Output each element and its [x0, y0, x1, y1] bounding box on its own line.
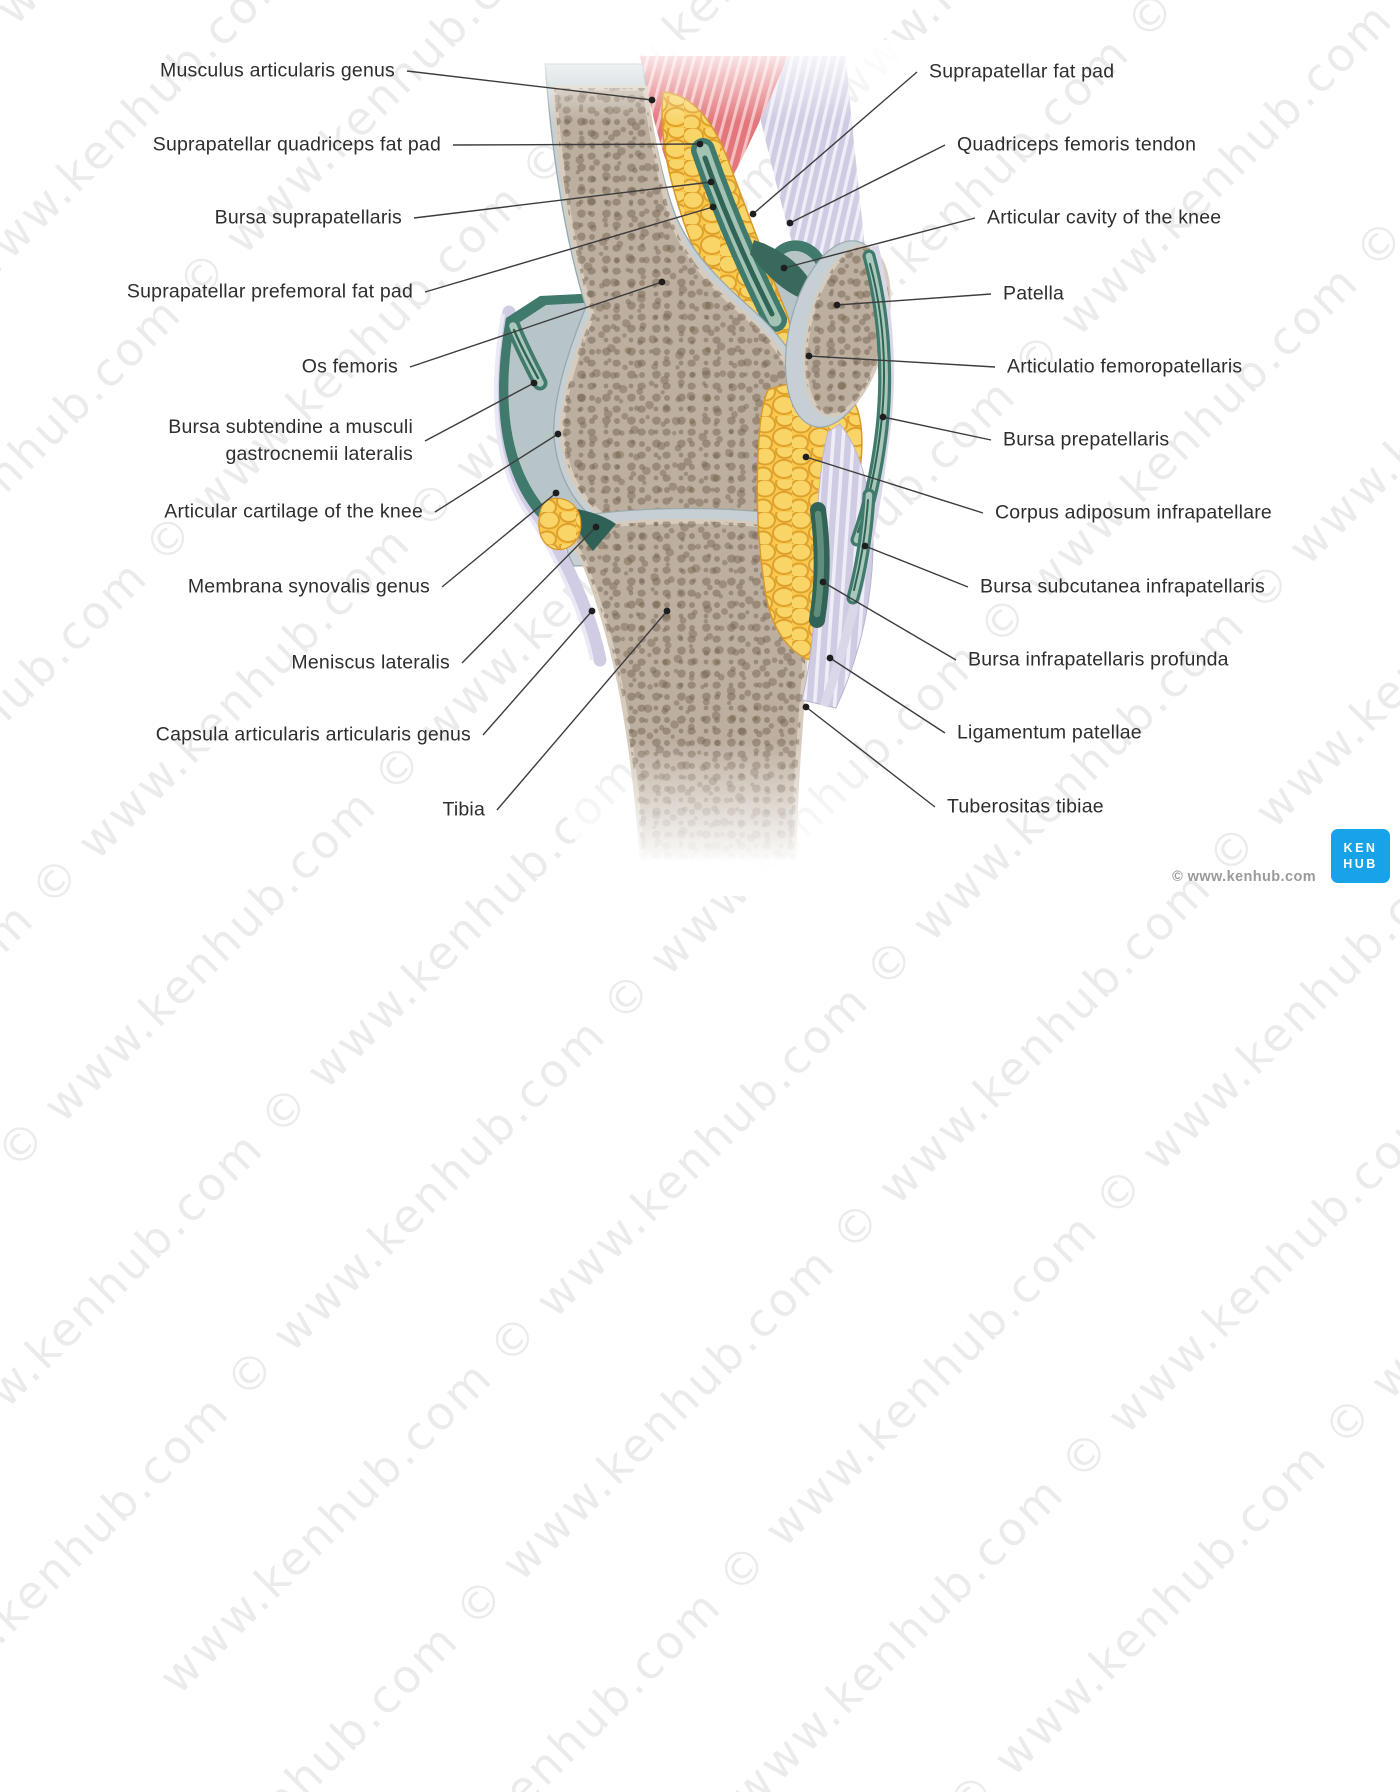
- leader-dot: [819, 578, 827, 586]
- leader-dot: [861, 542, 869, 550]
- label-bursa-subtendine-gastrocnemii: Bursa subtendine a musculi gastrocnemii …: [168, 416, 413, 465]
- leader-dot: [552, 489, 560, 497]
- leader-line: [752, 71, 918, 215]
- leader-dot: [780, 264, 788, 272]
- leader-lines: [406, 70, 996, 811]
- leader-line: [808, 355, 996, 368]
- leader-line: [789, 144, 946, 224]
- label-quadriceps-femoris-tendon: Quadriceps femoris tendon: [957, 133, 1197, 156]
- label-articular-cartilage: Articular cartilage of the knee: [164, 500, 423, 523]
- leader-dot: [663, 607, 671, 615]
- label-suprapatellar-prefemoral-fat-pad: Suprapatellar prefemoral fat pad: [126, 280, 413, 303]
- leader-line: [424, 206, 714, 293]
- right-fade: [852, 50, 922, 240]
- label-corpus-adiposum-infrapatellare: Corpus adiposum infrapatellare: [995, 501, 1272, 524]
- leader-line: [822, 581, 957, 661]
- knee-illustration: [406, 40, 996, 896]
- leader-dot: [786, 219, 794, 227]
- leader-line: [413, 181, 712, 219]
- label-bursa-prepatellaris: Bursa prepatellaris: [1003, 428, 1170, 451]
- leader-dot: [805, 352, 813, 360]
- label-patella: Patella: [1003, 282, 1065, 305]
- leader-dot: [826, 654, 834, 662]
- label-tibia: Tibia: [442, 798, 485, 821]
- leader-line: [882, 416, 992, 441]
- label-membrana-synovalis-genus: Membrana synovalis genus: [187, 575, 430, 598]
- leader-line: [805, 456, 984, 514]
- leader-line: [452, 143, 701, 146]
- label-capsula-articularis: Capsula articularis articularis genus: [155, 723, 471, 746]
- label-suprapatellar-fat-pad: Suprapatellar fat pad: [929, 60, 1115, 83]
- leader-line: [409, 281, 663, 368]
- label-articular-cavity: Articular cavity of the knee: [987, 206, 1222, 229]
- leader-dots: [530, 96, 887, 711]
- leader-dot: [833, 301, 841, 309]
- label-tuberositas-tibiae: Tuberositas tibiae: [947, 795, 1104, 818]
- leader-dot: [709, 203, 717, 211]
- leader-dot: [802, 703, 810, 711]
- leader-line: [805, 706, 936, 808]
- leader-dot: [707, 178, 715, 186]
- label-os-femoris: Os femoris: [301, 355, 398, 378]
- label-ligamentum-patellae: Ligamentum patellae: [957, 721, 1142, 744]
- posterior-fat-shape: [538, 497, 582, 551]
- label-musculus-articularis-genus: Musculus articularis genus: [160, 59, 395, 82]
- leader-dot: [802, 453, 810, 461]
- leader-dot: [879, 413, 887, 421]
- leader-line: [829, 657, 946, 734]
- leader-dot: [648, 96, 656, 104]
- joint-capsule-highlight: [493, 313, 594, 661]
- label-articulatio-femoropatellaris: Articulatio femoropatellaris: [1007, 355, 1243, 378]
- label-bursa-infrapatellaris-profunda: Bursa infrapatellaris profunda: [968, 648, 1229, 671]
- leader-dot: [592, 523, 600, 531]
- leader-dot: [696, 140, 704, 148]
- bottom-fade: [575, 740, 865, 896]
- suprapatellar-bursa-shape: [691, 138, 787, 332]
- copyright-text: © www.kenhub.com: [1172, 869, 1316, 885]
- leader-line: [864, 545, 969, 588]
- label-bursa-subcutanea-infrapatellaris: Bursa subcutanea infrapatellaris: [980, 575, 1265, 598]
- leader-line: [783, 217, 976, 269]
- leader-line: [461, 526, 597, 664]
- label-bursa-suprapatellaris: Bursa suprapatellaris: [214, 206, 402, 229]
- leader-line: [482, 610, 593, 736]
- leader-line: [406, 70, 653, 101]
- leader-line: [434, 433, 559, 513]
- kenhub-logo[interactable]: KEN HUB: [1331, 829, 1390, 883]
- label-meniscus-lateralis: Meniscus lateralis: [291, 651, 450, 674]
- leader-line: [836, 293, 992, 306]
- kenhub-logo-line2: HUB: [1343, 857, 1378, 871]
- leader-dot: [530, 379, 538, 387]
- leader-dot: [749, 210, 757, 218]
- leader-dot: [588, 607, 596, 615]
- label-suprapatellar-quadriceps-fat-pad: Suprapatellar quadriceps fat pad: [152, 133, 441, 156]
- kenhub-logo-line1: KEN: [1343, 840, 1378, 855]
- leader-dot: [554, 430, 562, 438]
- leader-line: [424, 382, 535, 442]
- leader-dot: [658, 278, 666, 286]
- leader-line: [441, 492, 557, 588]
- deep-infrapatellar-bursa-shape: [809, 502, 830, 628]
- leader-line: [496, 610, 668, 811]
